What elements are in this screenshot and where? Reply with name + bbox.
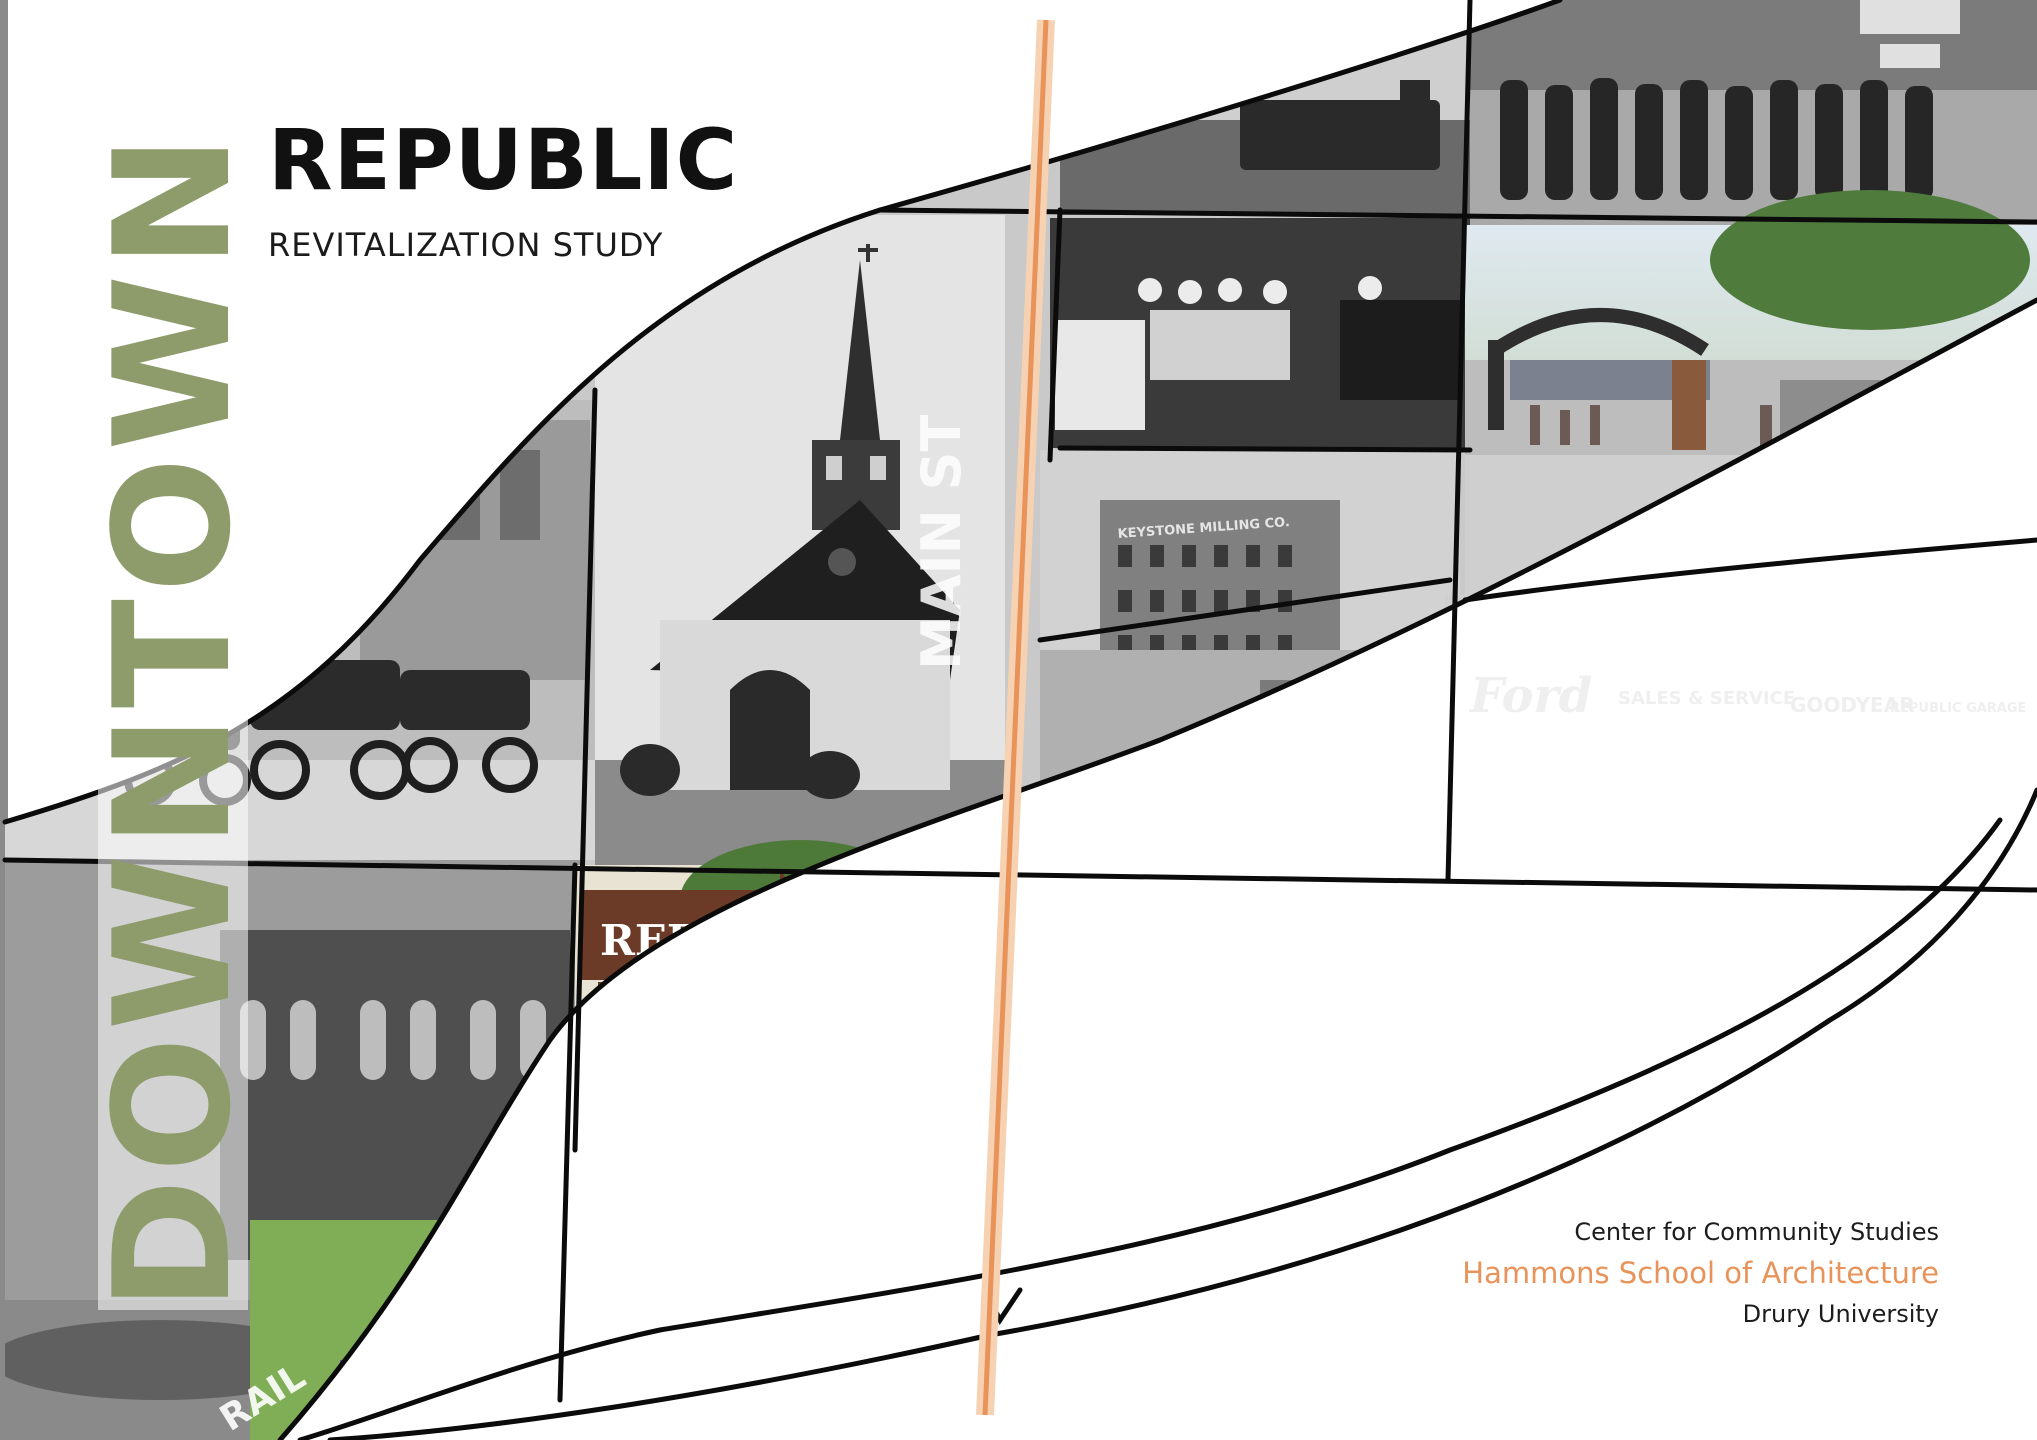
title-republic: REPUBLIC (268, 111, 739, 209)
downtown-vertical-band: DOWNTOWN (79, 129, 266, 1312)
photo-ford-garage (1445, 595, 2037, 880)
left-edge-rule (0, 0, 8, 1440)
sign-downtown-text: DOWNTOWN (608, 1015, 727, 1034)
sign-garage-big: GARAGE (1180, 910, 1646, 1023)
sign-republic-garage: REPUBLIC GARAGE (1890, 701, 2026, 716)
title-block: REPUBLIC REVITALIZATION STUDY (268, 118, 738, 264)
credit-drury-university: Drury University (1742, 1300, 1939, 1328)
photo-rail-street (1465, 455, 2037, 595)
subtitle-revitalization-study: REVITALIZATION STUDY (268, 226, 664, 264)
sign-sales-service: SALES & SERVICE (1618, 688, 1795, 709)
sign-goodyear: GOODYEAR (1790, 693, 1915, 717)
sign-historic-text: HISTORIC (608, 990, 702, 1009)
title-downtown: DOWNTOWN (79, 128, 266, 1312)
street-label-main: MAIN ST (910, 414, 973, 670)
sign-city: CITY (1290, 905, 1410, 956)
sign-tires-tubes: TIRES, TUBES (1149, 879, 1286, 903)
downtown-backdrop (98, 130, 248, 1310)
sign-firestone: Firestone Tires (1028, 976, 1198, 1001)
credit-hammons-school: Hammons School of Architecture (1462, 1256, 1939, 1290)
sign-garage-small: GARAGE (1232, 979, 1343, 1007)
photo-playground (250, 1220, 570, 1440)
photo-storefront-wagon (1040, 650, 1450, 880)
main-street-line (976, 19, 1055, 1416)
credits-block: Center for Community Studies Hammons Sch… (1462, 1218, 1939, 1328)
sign-ford: Ford (1468, 668, 1592, 724)
credit-center-community-studies: Center for Community Studies (1574, 1218, 1939, 1246)
